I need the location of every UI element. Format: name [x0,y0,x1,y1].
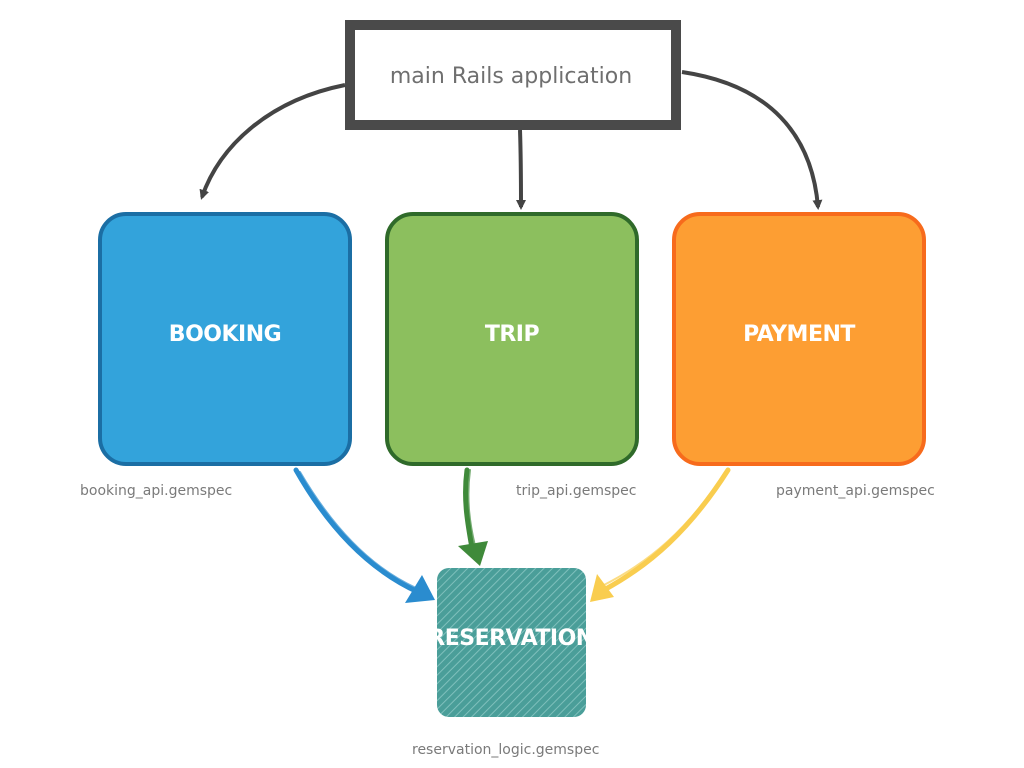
main-arrows [199,70,823,210]
booking-gemspec-caption: booking_api.gemspec [80,483,232,499]
component-trip: TRIP [385,212,639,466]
booking-label: BOOKING [169,322,281,347]
dependency-arrows [293,467,731,603]
reservation-gemspec-caption: reservation_logic.gemspec [412,742,599,758]
trip-label: TRIP [485,322,540,347]
arrow-trip-to-reservation [458,467,488,566]
arrow-main-to-trip [515,129,526,210]
arrow-booking-to-reservation [293,467,435,603]
component-reservation: RESERVATION [428,568,594,717]
main-app-label: main Rails application [390,64,632,89]
arrow-main-to-payment [681,70,823,210]
main-app-box: main Rails application [345,20,681,130]
component-payment: PAYMENT [672,212,926,466]
payment-gemspec-caption: payment_api.gemspec [776,483,935,499]
component-booking: BOOKING [98,212,352,466]
trip-gemspec-caption: trip_api.gemspec [516,483,636,499]
arrow-payment-to-reservation [590,467,731,602]
payment-label: PAYMENT [743,322,855,347]
reservation-label: RESERVATION [428,626,593,651]
arrow-main-to-booking [199,83,346,200]
